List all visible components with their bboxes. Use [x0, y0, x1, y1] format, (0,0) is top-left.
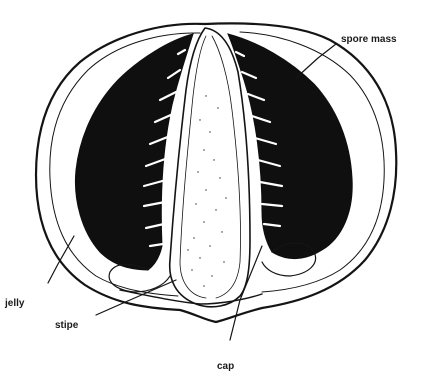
stipe-inner-line — [180, 36, 206, 298]
leader-cap — [230, 246, 262, 340]
label-spore-mass: spore mass — [341, 34, 397, 45]
stipe-inner-line-right — [212, 36, 241, 298]
stipe-stipple — [187, 95, 226, 286]
leader-spore-mass — [296, 44, 336, 78]
label-cap: cap — [217, 361, 234, 372]
label-jelly: jelly — [4, 298, 25, 309]
leader-jelly — [48, 236, 74, 283]
spore-mass-left — [75, 34, 193, 270]
diagram-drawing — [36, 23, 396, 340]
label-stipe: stipe — [55, 320, 79, 331]
